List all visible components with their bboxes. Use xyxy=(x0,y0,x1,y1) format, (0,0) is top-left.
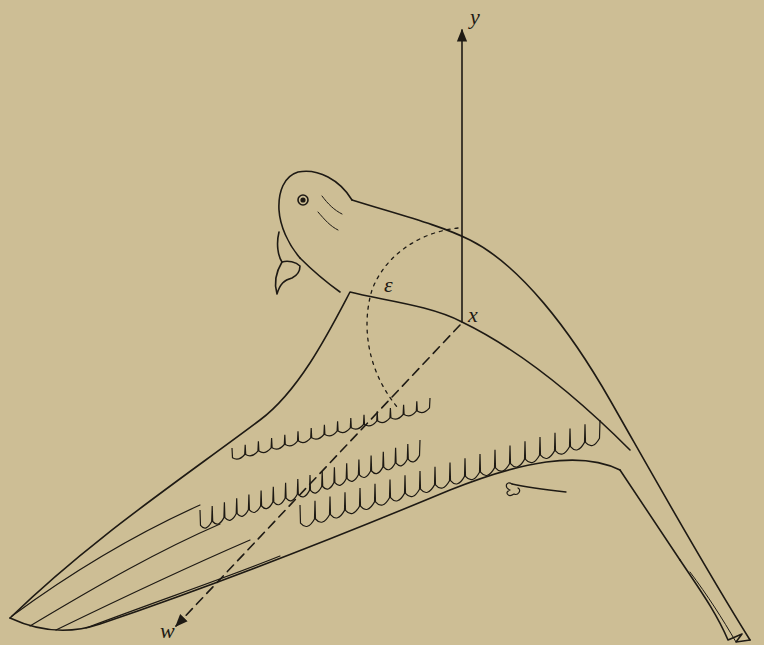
head-marking xyxy=(318,212,338,230)
wing-trailing-edge xyxy=(10,460,620,630)
bird-claw xyxy=(506,483,519,495)
bird-beak-base xyxy=(278,232,282,262)
axis-label: y xyxy=(470,6,480,28)
feather-fringe xyxy=(232,398,430,459)
feather-rows xyxy=(200,398,600,528)
angle-label: ε xyxy=(384,274,393,296)
bird-pupil xyxy=(301,198,305,202)
bird-neck xyxy=(300,258,340,292)
primary-feather xyxy=(86,556,280,628)
bird-belly xyxy=(620,470,680,560)
primary-feather xyxy=(56,540,250,630)
wing-leading-edge xyxy=(10,292,630,618)
tail-feather xyxy=(690,572,736,642)
bird-tail xyxy=(680,560,750,642)
primary-feather xyxy=(12,505,200,616)
feather-fringe xyxy=(300,420,600,527)
primary-feather xyxy=(30,524,220,626)
bird-head xyxy=(279,171,352,258)
head-marking xyxy=(322,196,342,214)
axis-label: w xyxy=(160,620,175,642)
y-axis xyxy=(461,30,463,322)
feather-fringe xyxy=(200,440,420,528)
angle-arc xyxy=(367,228,458,408)
bird-beak xyxy=(276,261,300,294)
bird-eye xyxy=(298,195,308,205)
origin-label: x xyxy=(468,304,478,326)
